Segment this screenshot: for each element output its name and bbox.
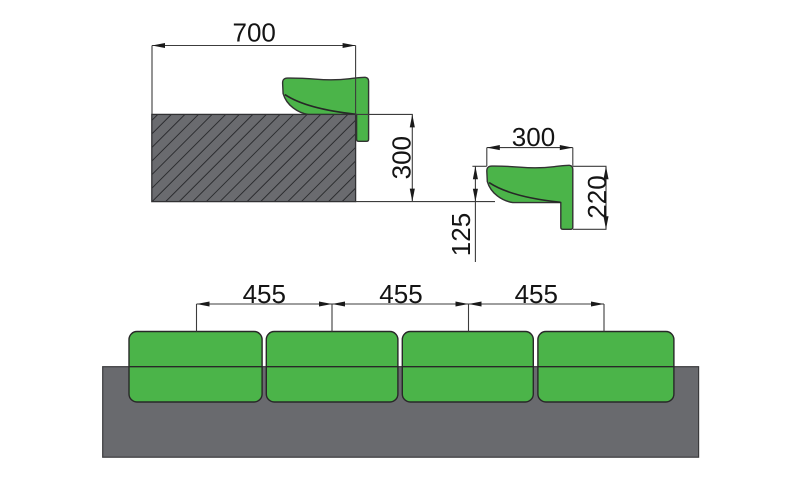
- svg-text:125: 125: [446, 213, 476, 256]
- svg-text:455: 455: [243, 279, 286, 309]
- svg-text:220: 220: [582, 175, 612, 218]
- svg-text:300: 300: [387, 136, 417, 179]
- svg-text:300: 300: [512, 122, 555, 152]
- svg-text:455: 455: [515, 279, 558, 309]
- svg-text:700: 700: [233, 18, 276, 48]
- svg-text:455: 455: [379, 279, 422, 309]
